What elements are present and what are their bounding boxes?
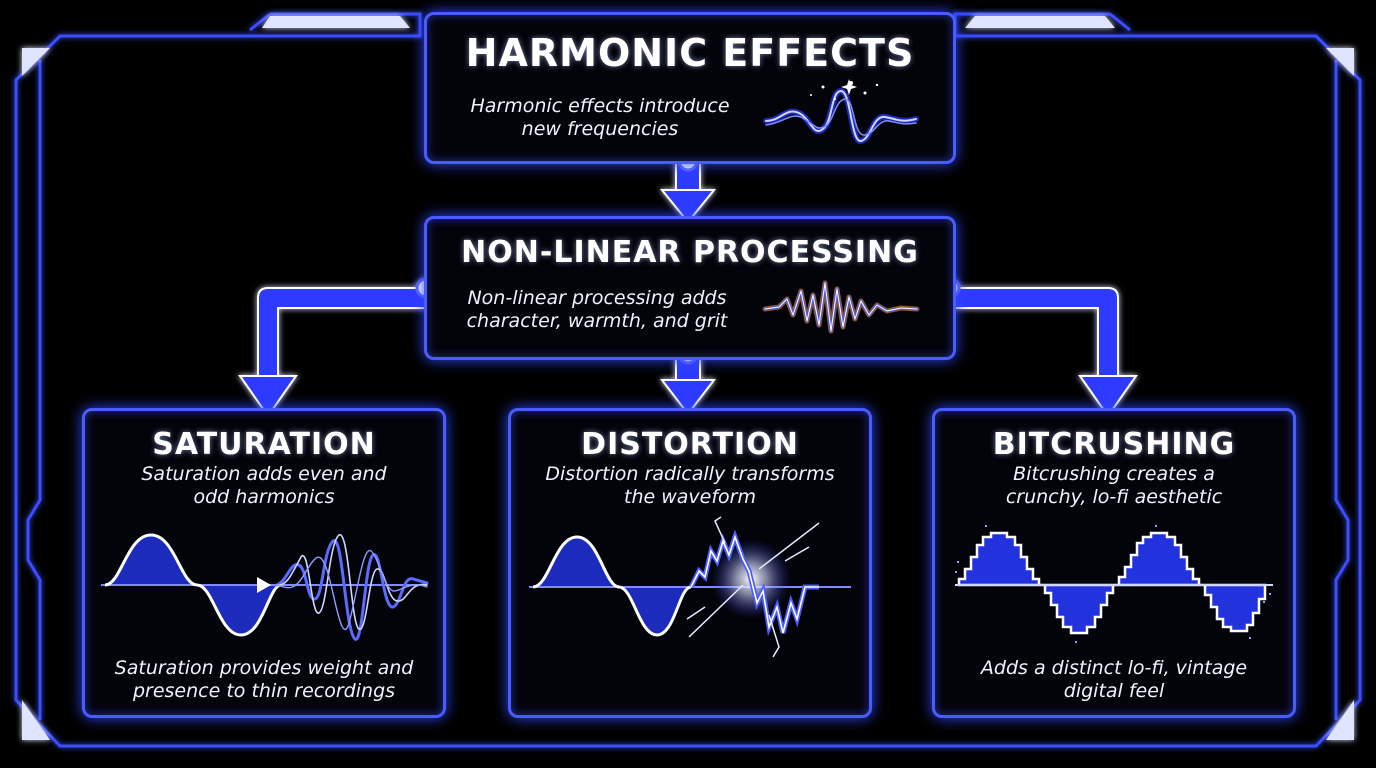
gritty-wave-icon: [762, 280, 920, 334]
non-linear-processing-title: NON-LINEAR PROCESSING: [461, 235, 919, 270]
harmonic-effects-title: HARMONIC EFFECTS: [465, 31, 915, 75]
harmonic-wave-icon: [763, 79, 919, 144]
bitcrush-wave-icon: [955, 525, 1273, 643]
distortion-title: DISTORTION: [581, 427, 799, 462]
distortion-card: DISTORTION Distortion radically transfor…: [508, 408, 872, 718]
bitcrushing-description: Bitcrushing creates a crunchy, lo-fi aes…: [1005, 463, 1223, 508]
distortion-wave-icon: [529, 516, 851, 658]
saturation-caption: Saturation provides weight and presence …: [114, 657, 414, 702]
harmonic-effects-box: HARMONIC EFFECTS Harmonic effects introd…: [424, 12, 956, 164]
saturation-description: Saturation adds even and odd harmonics: [141, 463, 387, 508]
distortion-description: Distortion radically transforms the wave…: [545, 463, 835, 508]
saturation-card: SATURATION Saturation adds even and odd …: [82, 408, 446, 718]
non-linear-processing-box: NON-LINEAR PROCESSING Non-linear process…: [424, 216, 956, 360]
bitcrushing-caption: Adds a distinct lo-fi, vintage digital f…: [980, 657, 1248, 702]
bitcrushing-card: BITCRUSHING Bitcrushing creates a crunch…: [932, 408, 1296, 718]
bitcrushing-title: BITCRUSHING: [992, 427, 1236, 462]
saturation-title: SATURATION: [152, 427, 376, 462]
non-linear-processing-description: Non-linear processing adds character, wa…: [466, 287, 728, 332]
harmonic-effects-description: Harmonic effects introduce new frequenci…: [470, 95, 730, 140]
saturation-wave-icon: [101, 533, 429, 641]
